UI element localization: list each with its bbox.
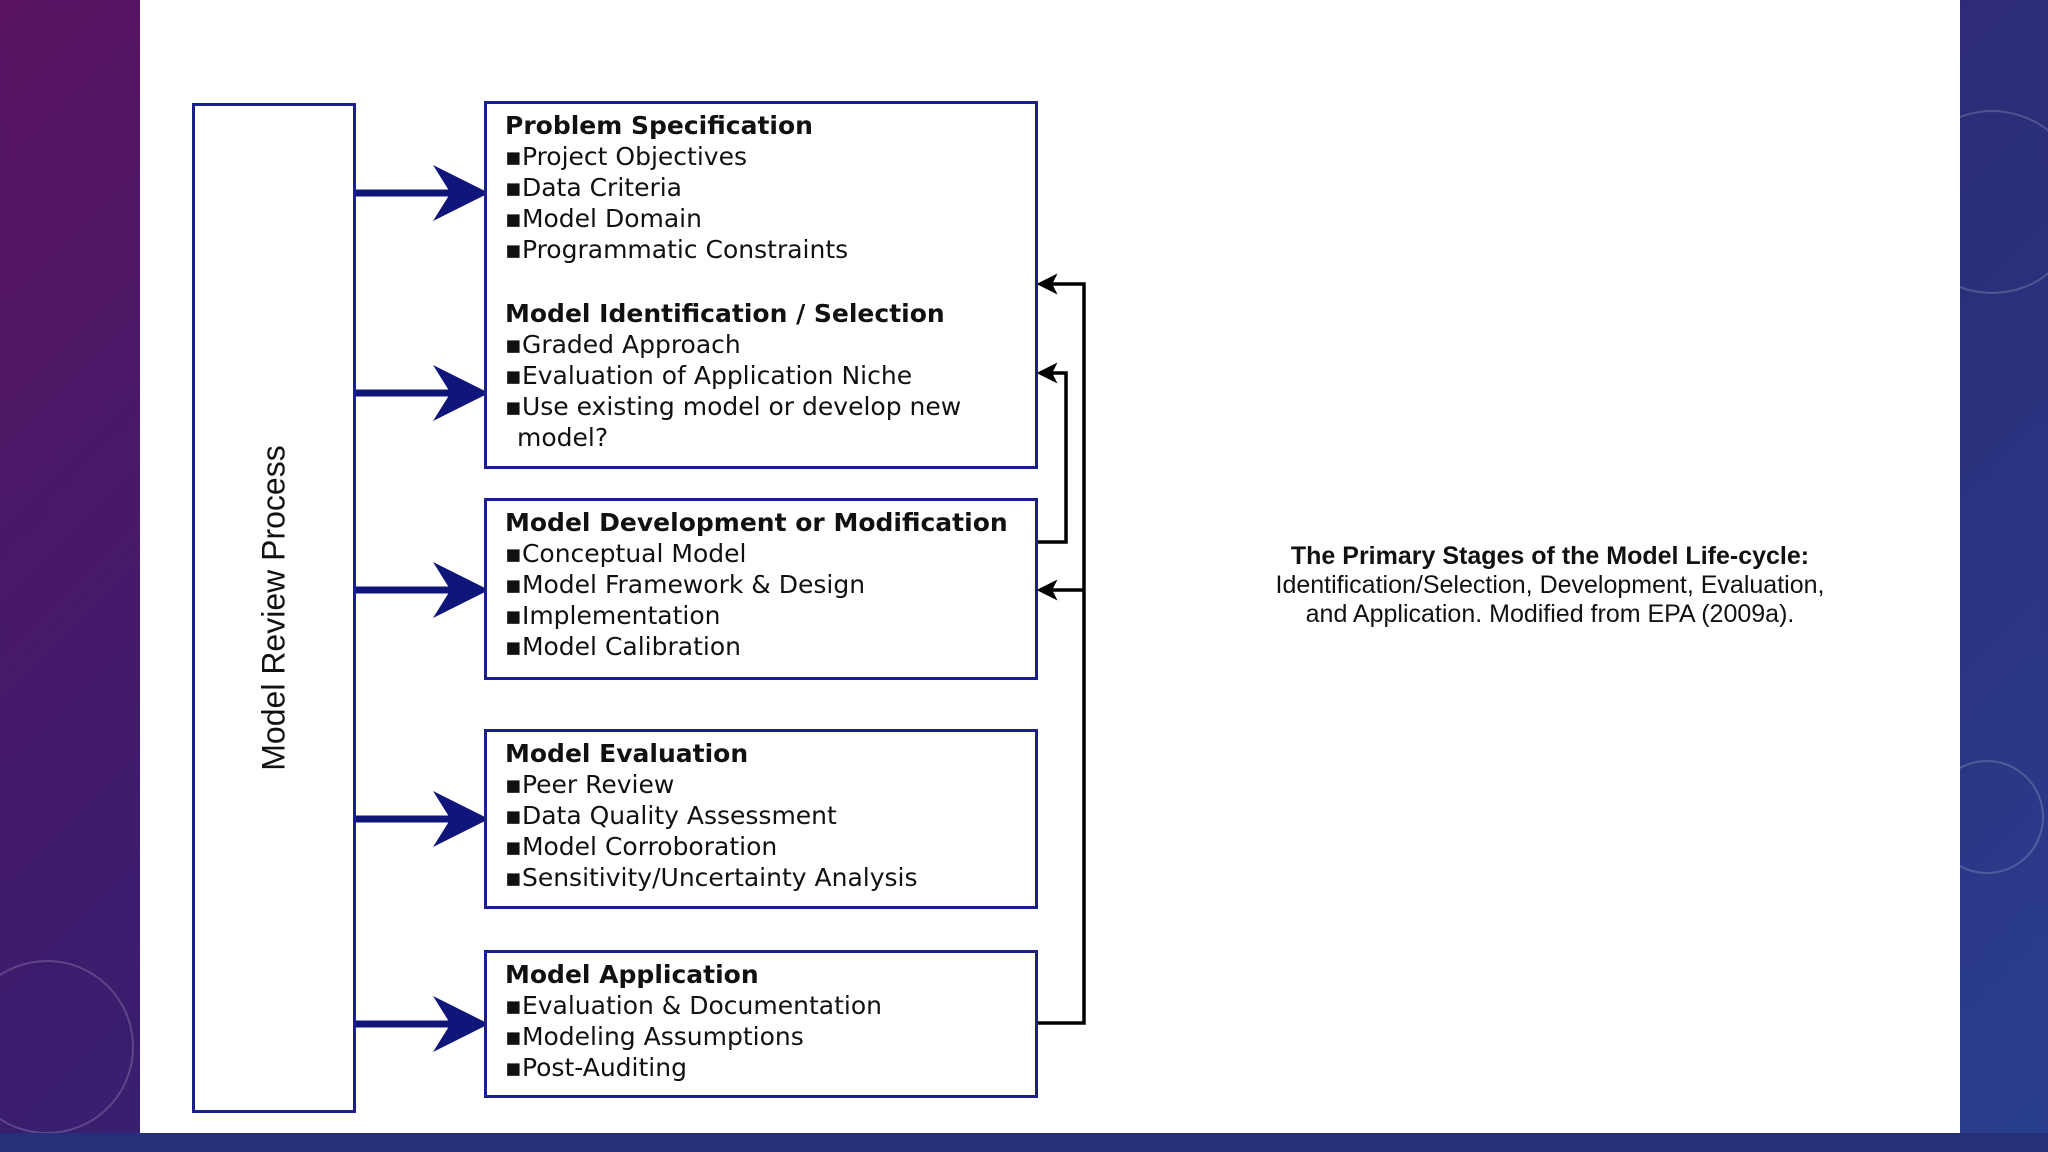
feedback-development-to-identification [1036,362,1068,544]
figure-caption: The Primary Stages of the Model Life-cyc… [1180,542,1920,629]
model-evaluation-heading: Model Evaluation [505,739,749,768]
feedback-application-to-problem-spec [1036,273,1086,1025]
list-item: ▪Data Quality Assessment [505,801,837,830]
model-application-heading: Model Application [505,960,759,989]
list-item: ▪Sensitivity/Uncertainty Analysis [505,863,918,892]
box-problem-and-identification: Problem Specification ▪Project Objective… [484,101,1038,469]
list-item: ▪Model Framework & Design [505,570,866,599]
list-item: ▪Evaluation & Documentation [505,991,882,1020]
list-item: ▪Graded Approach [505,330,741,359]
caption-title: The Primary Stages of the Model Life-cyc… [1290,542,1810,570]
list-item: ▪Implementation [505,601,721,630]
list-item: ▪Use existing model or develop new model… [505,392,962,452]
list-item: ▪Programmatic Constraints [505,235,849,264]
list-item: ▪Conceptual Model [505,539,747,568]
list-item: ▪Model Domain [505,204,702,233]
caption-line: and Application. Modified from EPA (2009… [1305,600,1795,628]
caption-line: Identification/Selection, Development, E… [1275,571,1825,599]
list-item: ▪Model Corroboration [505,832,778,861]
list-item: ▪Project Objectives [505,142,747,171]
model-identification-heading: Model Identification / Selection [505,299,945,328]
list-item: ▪Post-Auditing [505,1053,687,1082]
list-item: ▪Peer Review [505,770,675,799]
box-model-application: Model Application ▪Evaluation & Document… [484,950,1038,1098]
model-review-process-box [192,103,356,1113]
slide-bottom-strip [0,1133,2048,1152]
box-model-evaluation: Model Evaluation ▪Peer Review ▪Data Qual… [484,729,1038,909]
box-model-development: Model Development or Modification ▪Conce… [484,498,1038,680]
model-development-heading: Model Development or Modification [505,508,1008,537]
list-item: ▪Model Calibration [505,632,741,661]
list-item: ▪Evaluation of Application Niche [505,361,913,390]
problem-specification-heading: Problem Specification [505,111,813,140]
list-item: ▪Data Criteria [505,173,682,202]
list-item: ▪Modeling Assumptions [505,1022,804,1051]
